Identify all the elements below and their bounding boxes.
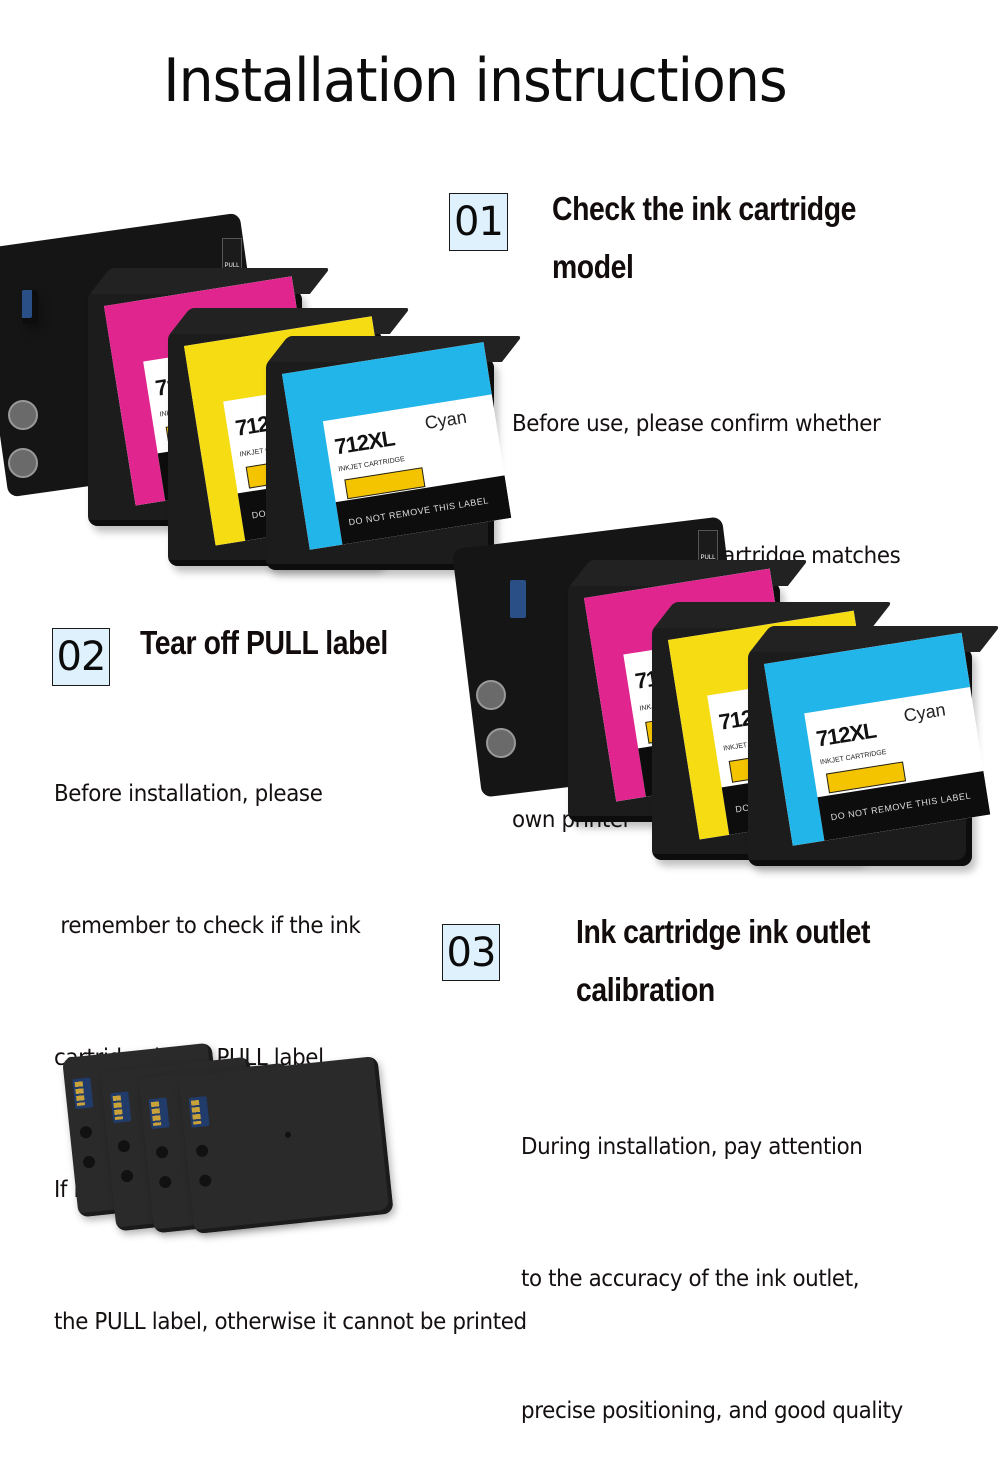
black-cartridge bbox=[178, 1055, 394, 1235]
chip-contacts bbox=[22, 290, 38, 324]
step-heading-line: model bbox=[552, 248, 634, 285]
step-heading-line: Tear off PULL label bbox=[140, 624, 388, 661]
cartridge-set-image-1: PULL 712X INKJET CA DO NOT 712XL INKJET … bbox=[0, 212, 523, 570]
cartridge-set-image-2: PULL 712X INKJET CA DO NOT 712XL INKJET … bbox=[451, 516, 1000, 870]
step-heading-line: Ink cartridge ink outlet bbox=[576, 913, 871, 950]
step-heading: Ink cartridge ink outlet calibration bbox=[576, 903, 870, 1019]
description-line: Before installation, please bbox=[54, 781, 323, 807]
step-heading: Check the ink cartridge model bbox=[552, 180, 856, 296]
page-title: Installation instructions bbox=[163, 46, 787, 116]
cyan-cartridge: 712XL INKJET CARTRIDGE Cyan DO NOT REMOV… bbox=[266, 336, 523, 570]
cyan-cartridge: 712XL INKJET CARTRIDGE Cyan DO NOT REMOV… bbox=[748, 626, 1000, 866]
description-line: remember to check if the ink bbox=[54, 913, 361, 939]
step-heading: Tear off PULL label bbox=[140, 614, 388, 672]
step-heading-line: calibration bbox=[576, 971, 715, 1008]
step-number-badge: 03 bbox=[442, 924, 500, 981]
ink-outlet bbox=[8, 448, 38, 478]
description-line: to the accuracy of the ink outlet, bbox=[521, 1266, 860, 1292]
ink-outlet bbox=[8, 400, 38, 430]
step-number-badge: 01 bbox=[449, 193, 508, 251]
step-heading-line: Check the ink cartridge bbox=[552, 190, 856, 227]
description-line: Before use, please confirm whether bbox=[512, 411, 881, 437]
step-number-badge: 02 bbox=[52, 628, 110, 686]
cartridge-outlet-image bbox=[62, 1030, 394, 1235]
description-line: During installation, pay attention bbox=[521, 1134, 863, 1160]
pull-tab: PULL bbox=[698, 530, 718, 562]
description-line: the PULL label, otherwise it cannot be p… bbox=[54, 1309, 527, 1335]
ink-outlet bbox=[476, 680, 506, 710]
ink-outlet bbox=[486, 728, 516, 758]
step-description: During installation, pay attention to th… bbox=[521, 1037, 903, 1477]
description-line: precise positioning, and good quality bbox=[521, 1398, 903, 1424]
pull-tab: PULL bbox=[222, 238, 242, 270]
chip-contacts bbox=[510, 580, 526, 618]
